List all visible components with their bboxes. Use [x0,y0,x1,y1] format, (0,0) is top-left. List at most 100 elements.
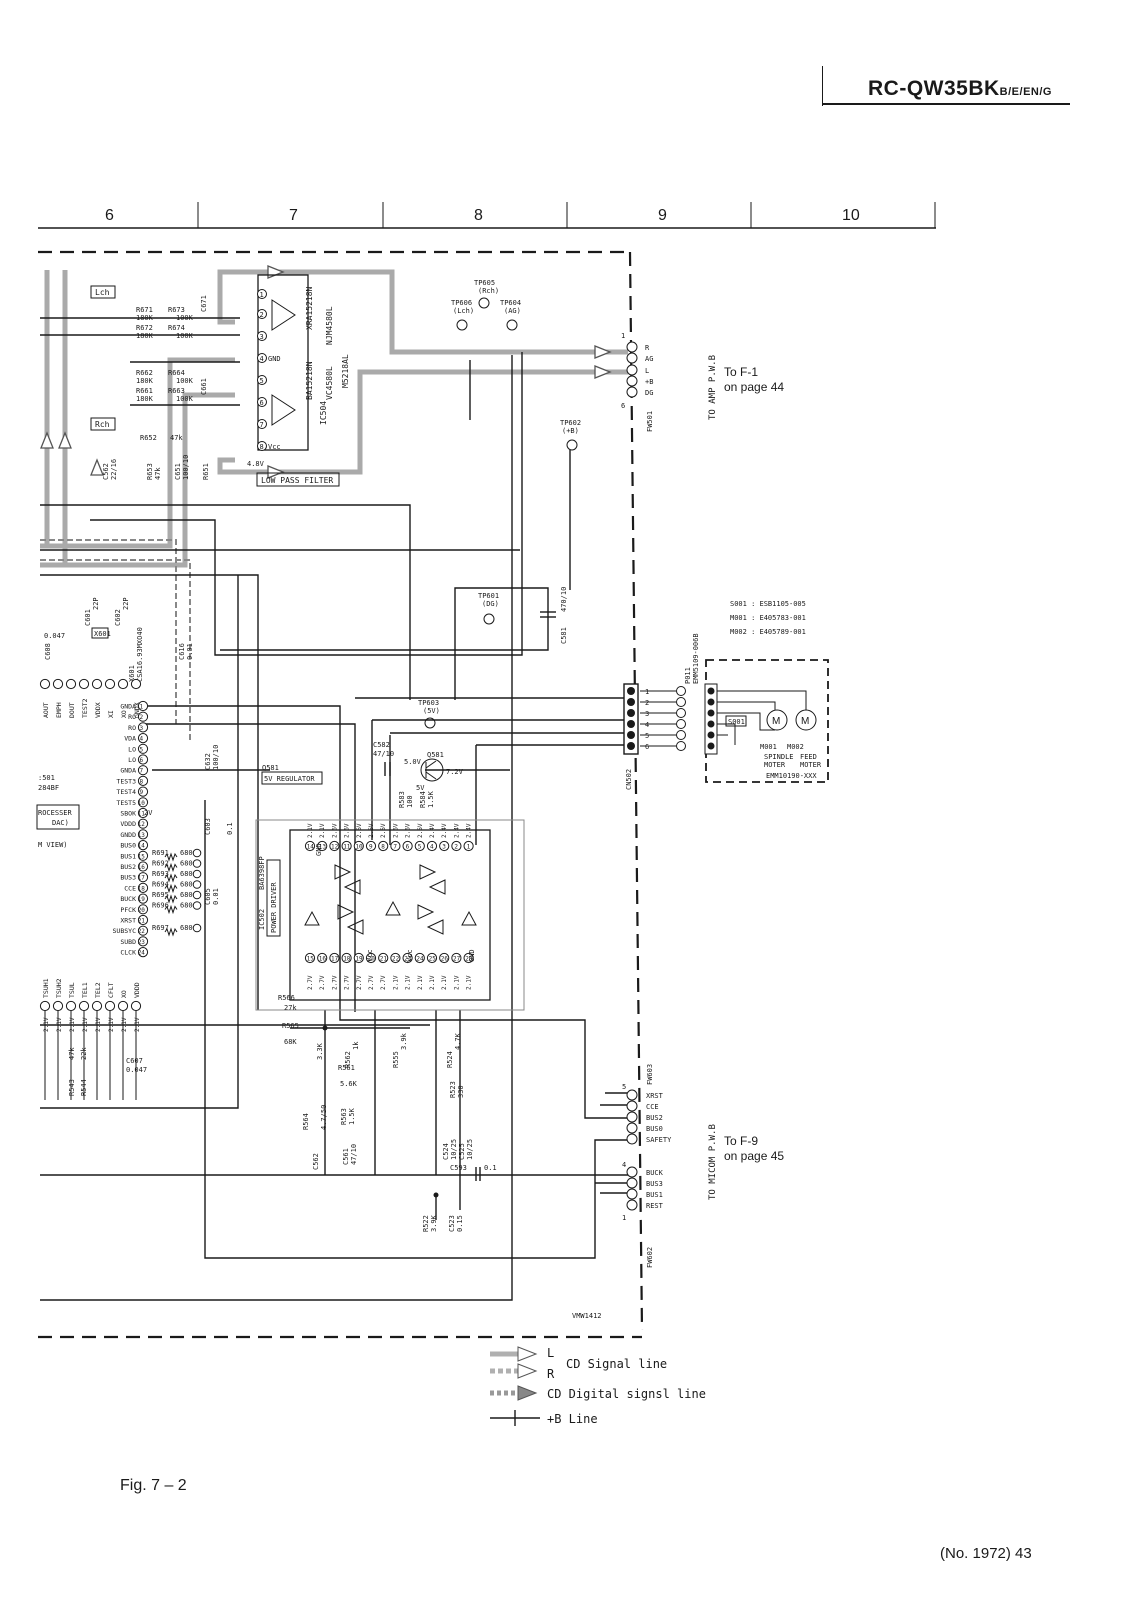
dsp-pin-20-number: 20 [138,907,146,914]
resistor-R693-ref: R693 [152,870,169,878]
r672-ref: R672 [136,324,153,332]
ic502-pin-3-number: 3 [442,844,446,851]
dsp-pin-6-name: LO [128,756,136,764]
dsp-bottom-pin-name: TSUH2 [55,978,63,998]
dsp-bottom-pin-voltage: 2.1V [43,1017,50,1032]
r524-val: 4.7K [454,1032,462,1050]
cn502-pin-1: 1 [645,688,649,696]
ic502-pin-10-voltage: 2.6V [356,823,363,838]
dac-label: DAC) [52,819,69,827]
c525-val: 10/25 [466,1139,474,1160]
dsp-pin-5-number: 5 [140,746,144,753]
ic502-pin-5-circle [414,840,425,852]
c601-val: 22P [92,597,100,610]
dsp-bottom-pin-name: TEL2 [94,982,102,998]
cn502-pin-6: 6 [645,743,649,751]
r563-val: 1.5K [348,1107,356,1125]
r523-val: 330 [457,1085,465,1098]
dsp-pin-2-circle [137,711,149,722]
p011-name: P011 [684,667,692,684]
dsp-pin-9-name: TEST4 [116,788,136,796]
board-outline [38,250,644,1339]
dsp-pin-12-circle [137,818,149,829]
ic502-pin-16-number: 16 [319,956,327,963]
dsp-caps: C603 0.1 C605 0.01 C607 0.047 R543 47k R… [68,809,234,1096]
model-suffix: B/E/EN/G [999,86,1052,98]
resistor-R694-symbol [164,883,178,894]
dsp-pin-10-name: TEST5 [116,799,136,807]
ic502-pin-2-circle [451,840,462,852]
c524-val: 10/25 [450,1139,458,1160]
fw602-pin-buck: BUCK [646,1169,664,1177]
r583-val: 100 [406,795,414,808]
resistor-R696-symbol [164,904,178,915]
ic502-pin-8-voltage: 2.6V [380,823,387,838]
dsp-pin-3-name: RO [128,724,136,732]
resistor-R693-symbol [164,873,178,883]
r652-ref: R652 [140,434,157,442]
dsp-pin-15-name: BUS1 [120,852,136,860]
fw603-name: FW603 [646,1064,654,1085]
r555-ref: R555 [392,1051,400,1068]
ic502-pin-28-circle [463,952,474,964]
spindle-label: SPINDLE [764,753,794,761]
ic502-pin-15-circle [304,952,316,964]
resistor-R692-symbol [164,862,178,873]
tp604-label: (AG) [504,307,521,315]
dsp-pin-5-name: LO [128,745,136,753]
dsp-bottom-pin-circle [39,1000,51,1012]
fw501-connector: 1 6 R AG L +B DG FW501 TO AMP P.W.B To F… [621,332,784,432]
tp601-label: (DG) [482,600,499,608]
ic502-pin-6-number: 6 [406,844,410,851]
dsp-bottom-pin-voltage: 2.1V [95,1017,102,1032]
ic502-pin-21-number: 21 [380,956,388,963]
r653-ref: R653 [146,463,154,480]
dsp-bottom-pin-name: VDDD [133,982,141,998]
dsp-pin-8-circle [137,775,149,787]
r565-val: 68K [284,1038,297,1046]
dsp-pin-21-circle [137,914,149,926]
dsp-top-pin-name: XO [120,710,128,718]
r661-ref: R661 [136,387,153,395]
dsp-pin-2-name: RO [128,713,136,721]
dsp-top-pin-circle [39,678,51,690]
r652-val: 47k [170,434,183,442]
r662-val: 180K [136,377,154,385]
dsp-bottom-pin-name: TSUH1 [42,978,50,998]
ic502-pin-18-voltage: 2.7V [344,975,351,990]
zone-7: 7 [289,207,298,224]
ic502-pin-2-voltage: 2.4V [453,823,460,838]
ic502-pin-13-number: 13 [319,844,327,851]
c593-ref: C593 [450,1164,467,1172]
dsp-ref-1: :501 [38,774,55,782]
digital-paths [40,539,191,742]
dsp-bottom-pin-circle [117,1000,129,1012]
r522-ref: R522 [422,1215,430,1232]
fw501-note-2: on page 44 [724,380,784,394]
ic502-pin-26-circle [439,952,450,964]
c651-val: 100/10 [182,455,190,480]
dsp-bottom-pin-name: TEL1 [81,982,89,998]
fw501-pin-ag: AG [645,355,653,363]
resistor-R693-value: 680 [180,870,193,878]
r661-val: 180K [136,395,154,403]
ic502-pin-17-voltage: 2.7V [331,975,338,990]
r524-ref: R524 [446,1051,454,1068]
dsp-pin-1-name: GNDA [120,703,136,711]
dsp-pin-14-name: BUS0 [120,842,136,850]
c561-ref: C561 [342,1148,350,1165]
dsp-pin-18-number: 18 [138,885,146,892]
ic502-pin-7-number: 7 [393,844,397,851]
ic502-type: BA6398FP [258,856,266,890]
resistor-R692-value: 680 [180,860,193,868]
ic502-pin-22-number: 22 [392,956,400,963]
zone-6: 6 [105,207,114,224]
ic502-pin-5-voltage: 2.6V [417,823,424,838]
fw603-pin-safety: SAFETY [646,1136,672,1144]
dsp-pin-13-number: 13 [138,832,146,839]
dsp-pin-16-number: 16 [138,864,146,871]
fw603-note-2: on page 45 [724,1149,784,1163]
dsp-bottom-pin-circle [65,1000,77,1012]
ic502-pin-27-circle [451,952,462,964]
